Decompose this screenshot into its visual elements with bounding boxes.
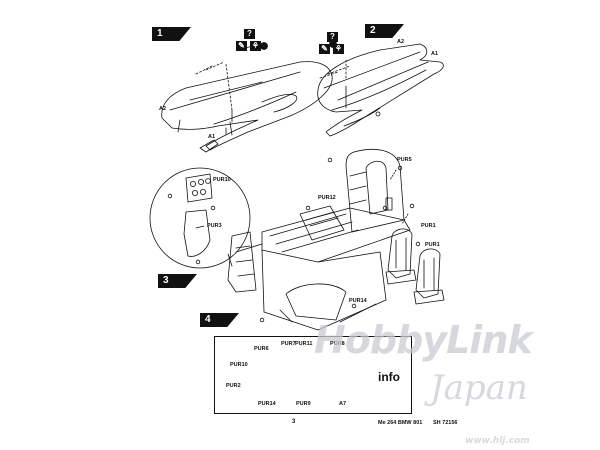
info-text: info — [378, 370, 400, 384]
label-pur2: PUR2 — [226, 383, 241, 389]
label-a2: A2 — [159, 106, 167, 112]
step-number-3: 3 — [158, 274, 197, 288]
label-pur10: PUR10 — [230, 362, 248, 368]
label-pur10: PUR10 — [213, 177, 231, 183]
label-pur1: PUR1 — [425, 242, 440, 248]
glue-icon: ⚘ — [250, 41, 261, 51]
label-pur6: PUR6 — [254, 346, 269, 352]
label-pur14: PUR14 — [258, 401, 276, 407]
kit-code: SH 72156 — [433, 420, 458, 426]
label-pur5: PUR5 — [397, 157, 412, 163]
label-a7: A7 — [339, 401, 347, 407]
paint-brush-icon: ✎ — [319, 44, 330, 54]
watermark-line2: Japan — [430, 368, 528, 408]
paint-brush-icon: ✎ — [236, 41, 247, 51]
page-number: 3 — [292, 419, 296, 425]
label-pur8: PUR8 — [330, 341, 345, 347]
label-pur7: PUR7 — [281, 341, 296, 347]
label-a2: A2 — [397, 39, 405, 45]
step-number-4: 4 — [200, 313, 239, 327]
model-name: Me 264 BMW 801 — [378, 420, 423, 426]
label-a1: A1 — [208, 134, 216, 140]
label-a1: A1 — [431, 51, 439, 57]
label-pur3: PUR3 — [207, 223, 222, 229]
watermark-line1: HobbyLink — [314, 318, 533, 362]
label-pur9: PUR9 — [296, 401, 311, 407]
label-pur14: PUR14 — [349, 298, 367, 304]
label-pur1: PUR1 — [421, 223, 436, 229]
question-icon: ? — [327, 32, 338, 42]
step1-fuselage-drawing — [161, 42, 333, 153]
label-pur11: PUR11 — [295, 341, 313, 347]
glue-icon: ⚘ — [333, 44, 344, 54]
step3-cockpit-drawing — [149, 149, 445, 331]
watermark-url: www.hlj.com — [465, 436, 530, 446]
label-pur12: PUR12 — [318, 195, 336, 201]
question-icon: ? — [244, 29, 255, 39]
step-number-1: 1 — [152, 27, 191, 41]
step2-fuselage-drawing — [317, 40, 444, 137]
step-number-2: 2 — [365, 24, 404, 38]
step4-info-box — [214, 336, 412, 414]
